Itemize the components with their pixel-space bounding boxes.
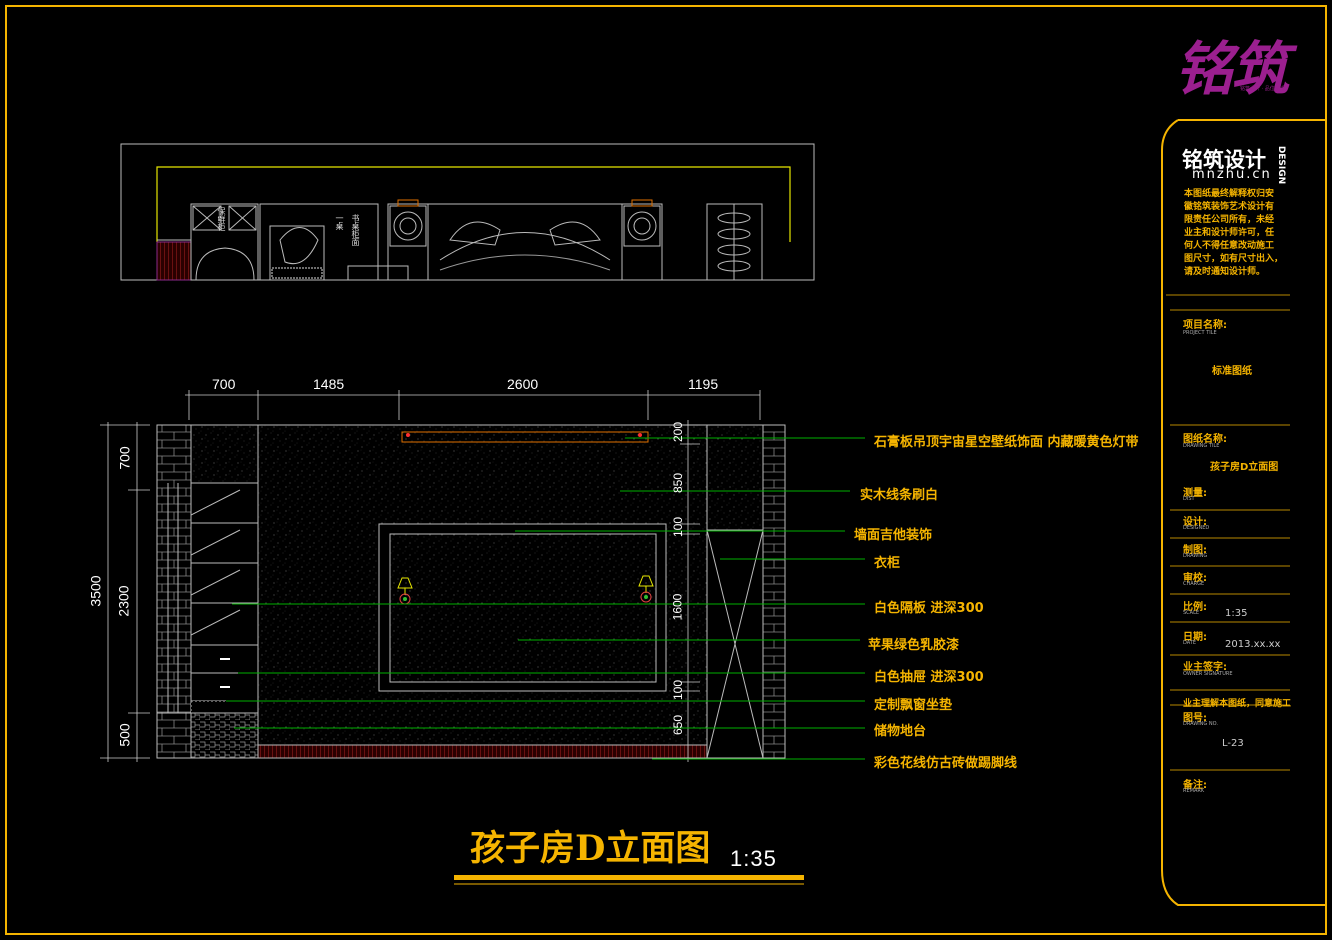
dim-top-3: 2600 [507,376,539,392]
annotation-skirting: 彩色花线仿古砖做踢脚线 [874,756,1018,771]
annotation-wardrobe: 衣柜 [874,556,901,571]
plan-label-mid-a: 书桌柜面 [351,214,360,246]
scale-value: 1:35 [1225,608,1248,619]
company-name: 铭筑设计 [1182,148,1266,172]
dim-left-1: 700 [116,446,133,470]
dim-left-total: 3500 [87,575,104,607]
remark-sub: REMARK [1183,788,1205,794]
dim-left-2: 2300 [115,585,132,617]
project-label: 项目名称: [1183,320,1227,331]
annotation-platform: 储物地台 [874,724,927,739]
dim-lines-left [100,422,150,762]
annotation-shelves: 白色隔板 进深300 [874,601,984,616]
check-label: 审校: [1183,573,1207,584]
dim-right-4: 1600 [670,593,685,621]
drawing-sub: DRAWING TILE [1183,443,1220,449]
date-sub: DATE [1183,640,1197,646]
dim-right-3: 100 [671,516,686,538]
survey-label: 测量: [1183,488,1207,499]
title-underline [454,875,804,880]
annotation-paint: 苹果绿色乳胶漆 [868,638,960,653]
remark-label: 备注: [1183,780,1207,791]
design-sub: DESIGNED [1183,525,1210,531]
annotation-trim: 实木线条刷白 [860,488,939,503]
project-value: 标准图纸 [1212,366,1252,377]
drawing-label: 图纸名称: [1183,434,1227,445]
company-url: mnzhu.cn [1192,167,1272,182]
check-sub: CHARGE [1183,581,1205,587]
plan-view [120,143,815,281]
drawing-scale: 1:35 [730,846,777,871]
drawing-value: 孩子房D立面图 [1210,462,1279,473]
dim-right-6: 650 [671,714,686,736]
project-sub: PROJECT TILE [1183,330,1217,336]
drawing-no-label: 图号: [1183,713,1207,724]
dim-left-3: 500 [116,723,133,747]
leader-lines [226,437,865,760]
date-label: 日期: [1183,632,1207,643]
dim-top-1: 700 [212,376,236,392]
company-notice: 本图纸最终解释权归安 徽铭筑装饰艺术设计有 限责任公司所有，未经 业主和设计师许… [1184,189,1284,277]
survey-sub: DIST [1183,496,1195,502]
dim-right-2: 850 [671,472,686,494]
elevation-view [156,424,786,759]
owner-label: 业主签字: [1183,662,1227,673]
title-block-border [1161,119,1326,906]
wall-lamp-right [638,575,654,603]
logo: 铭筑 [1175,35,1289,103]
owner-sub: OWNER SIGNATURE [1183,671,1233,677]
date-value: 2013.xx.xx [1225,639,1281,650]
design-label: 设计: [1183,517,1207,528]
annotation-drawers: 白色抽屉 进深300 [874,670,984,685]
annotation-ceiling: 石膏板吊顶宇宙星空壁纸饰面 内藏暖黄色灯带 [874,435,1139,450]
dim-top-2: 1485 [313,376,345,392]
annotation-cushion: 定制飘窗坐垫 [874,698,953,713]
plan-label-mid-b: 一桌 [335,214,344,230]
logo-tagline: 铭筑设计 · 品位生活 [1240,86,1285,92]
drawing-no-sub: DRAWING NO. [1183,721,1218,727]
dim-top-4: 1195 [688,376,719,392]
dim-lines-top [185,390,761,420]
drawing-no-value: L-23 [1222,738,1244,749]
owner-note: 业主理解本图纸，同意施工 [1183,699,1292,709]
dim-lines-right [680,420,700,762]
annotation-guitar: 墙面吉他装饰 [854,528,933,543]
draw-label: 制图: [1183,545,1207,556]
draw-sub: DRAWING [1183,553,1208,559]
scale-label: 比例: [1183,602,1207,613]
scale-sub: SCALE [1183,610,1200,616]
sheet-border [5,5,1327,935]
company-design-word: DESIGN [1276,145,1287,185]
dim-right-5: 100 [671,679,686,701]
plan-label-left: 保鲜柜 [217,207,226,231]
drawing-title: 孩子房D立面图 [470,828,711,869]
dim-right-1: 200 [671,421,686,443]
title-block-rules [1166,294,1290,771]
